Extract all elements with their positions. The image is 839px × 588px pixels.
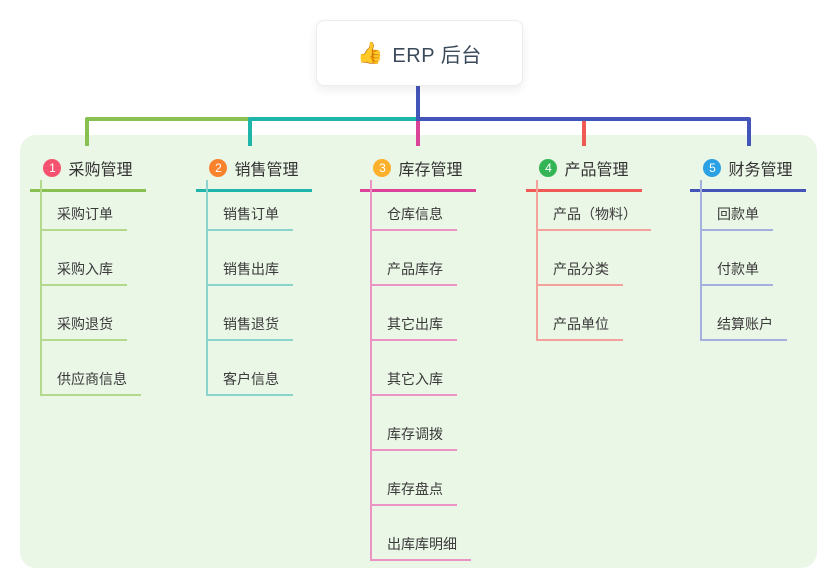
branch-child-connector-line [700,180,702,341]
branch-number-badge: 2 [209,159,228,177]
child-node-label: 产品（物料） [553,206,637,222]
child-node[interactable]: 采购入库 [40,257,127,286]
child-node[interactable]: 库存盘点 [370,477,457,506]
root-node[interactable]: 👍 ERP 后台 [316,20,523,86]
child-node[interactable]: 客户信息 [206,367,293,396]
child-node[interactable]: 产品库存 [370,257,457,286]
child-node-label: 采购订单 [57,206,113,222]
branch-number-badge: 3 [373,159,392,177]
child-node[interactable]: 销售订单 [206,202,293,231]
child-node-label: 其它出库 [387,316,443,332]
branch-label: 采购管理 [68,162,133,179]
child-node[interactable]: 结算账户 [700,312,787,341]
branch-child-connector-line [40,180,42,396]
child-node[interactable]: 其它入库 [370,367,457,396]
branch-header[interactable]: 5 财务管理 [690,135,806,192]
child-node-label: 其它入库 [387,371,443,387]
child-node[interactable]: 回款单 [700,202,773,231]
child-node-label: 库存调拨 [387,426,443,442]
child-node-label: 产品单位 [553,316,609,332]
child-node-label: 客户信息 [223,371,279,387]
child-node-label: 销售出库 [223,261,279,277]
child-node[interactable]: 库存调拨 [370,422,457,451]
child-node-label: 结算账户 [717,316,773,332]
branch-header[interactable]: 4 产品管理 [526,135,642,192]
branch-panel-background [20,135,817,568]
child-node[interactable]: 销售退货 [206,312,293,341]
branch-number-badge: 5 [703,159,722,177]
branch-header[interactable]: 2 销售管理 [196,135,312,192]
child-node[interactable]: 采购订单 [40,202,127,231]
child-node[interactable]: 产品（物料） [536,202,651,231]
child-node[interactable]: 付款单 [700,257,773,286]
child-node-label: 采购入库 [57,261,113,277]
branch-label: 销售管理 [234,162,299,179]
branch-child-connector-line [536,180,538,341]
child-node-label: 产品分类 [553,261,609,277]
child-node-label: 产品库存 [387,261,443,277]
branch-label: 产品管理 [564,162,629,179]
child-node-label: 出库库明细 [387,536,457,552]
branch-header[interactable]: 3 库存管理 [360,135,476,192]
child-node[interactable]: 采购退货 [40,312,127,341]
root-node-title: ERP 后台 [392,44,482,67]
branch-child-connector-line [206,180,208,396]
child-node[interactable]: 销售出库 [206,257,293,286]
child-node-label: 仓库信息 [387,206,443,222]
child-node[interactable]: 产品单位 [536,312,623,341]
child-node-label: 销售订单 [223,206,279,222]
branch-label: 库存管理 [398,162,463,179]
child-node[interactable]: 出库库明细 [370,532,471,561]
branch-number-badge: 4 [539,159,558,177]
child-node-label: 回款单 [717,206,759,222]
child-node-label: 付款单 [717,261,759,277]
child-node-label: 采购退货 [57,316,113,332]
child-node-label: 库存盘点 [387,481,443,497]
child-node[interactable]: 其它出库 [370,312,457,341]
child-node[interactable]: 仓库信息 [370,202,457,231]
branch-label: 财务管理 [728,162,793,179]
child-node[interactable]: 产品分类 [536,257,623,286]
child-node[interactable]: 供应商信息 [40,367,141,396]
child-node-label: 供应商信息 [57,371,127,387]
thumbs-up-icon: 👍 [357,41,384,65]
branch-child-connector-line [370,180,372,561]
branch-header[interactable]: 1 采购管理 [30,135,146,192]
branch-number-badge: 1 [43,159,62,177]
child-node-label: 销售退货 [223,316,279,332]
